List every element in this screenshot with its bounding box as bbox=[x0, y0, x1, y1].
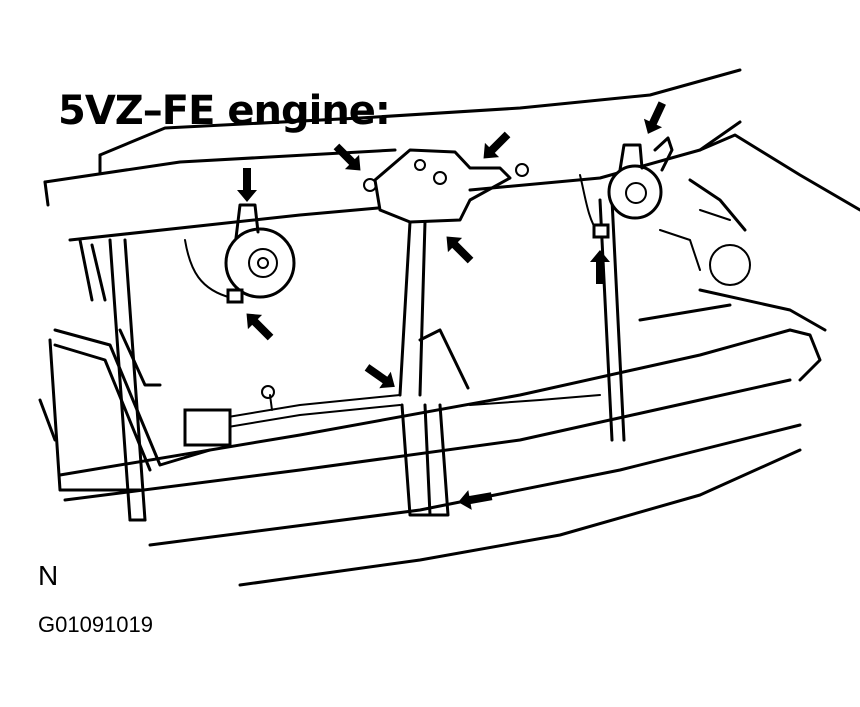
arrow-icon bbox=[458, 490, 493, 510]
ac-lines bbox=[53, 328, 601, 472]
arrow-icon bbox=[237, 168, 257, 202]
figure-id: G01091019 bbox=[38, 612, 153, 637]
upper-body-outline bbox=[43, 68, 860, 242]
engine-bay-details bbox=[78, 178, 751, 302]
arrow-icon bbox=[364, 364, 395, 389]
arrow-icon bbox=[446, 236, 474, 264]
hood-lock bbox=[363, 148, 529, 224]
left-horn bbox=[184, 203, 296, 304]
arrow-icon bbox=[590, 250, 610, 284]
arrow-icon bbox=[483, 131, 511, 159]
center-brace bbox=[398, 220, 470, 517]
callout-arrows bbox=[237, 101, 666, 510]
arrow-icon bbox=[333, 143, 361, 171]
diagram-title: 5VZ–FE engine: bbox=[58, 88, 391, 134]
arrow-icon bbox=[643, 101, 666, 134]
right-horn bbox=[579, 136, 674, 239]
arrow-icon bbox=[246, 313, 274, 341]
bumper-outline bbox=[58, 288, 827, 587]
radiator-support bbox=[38, 198, 626, 522]
view-mark: N bbox=[38, 560, 59, 591]
